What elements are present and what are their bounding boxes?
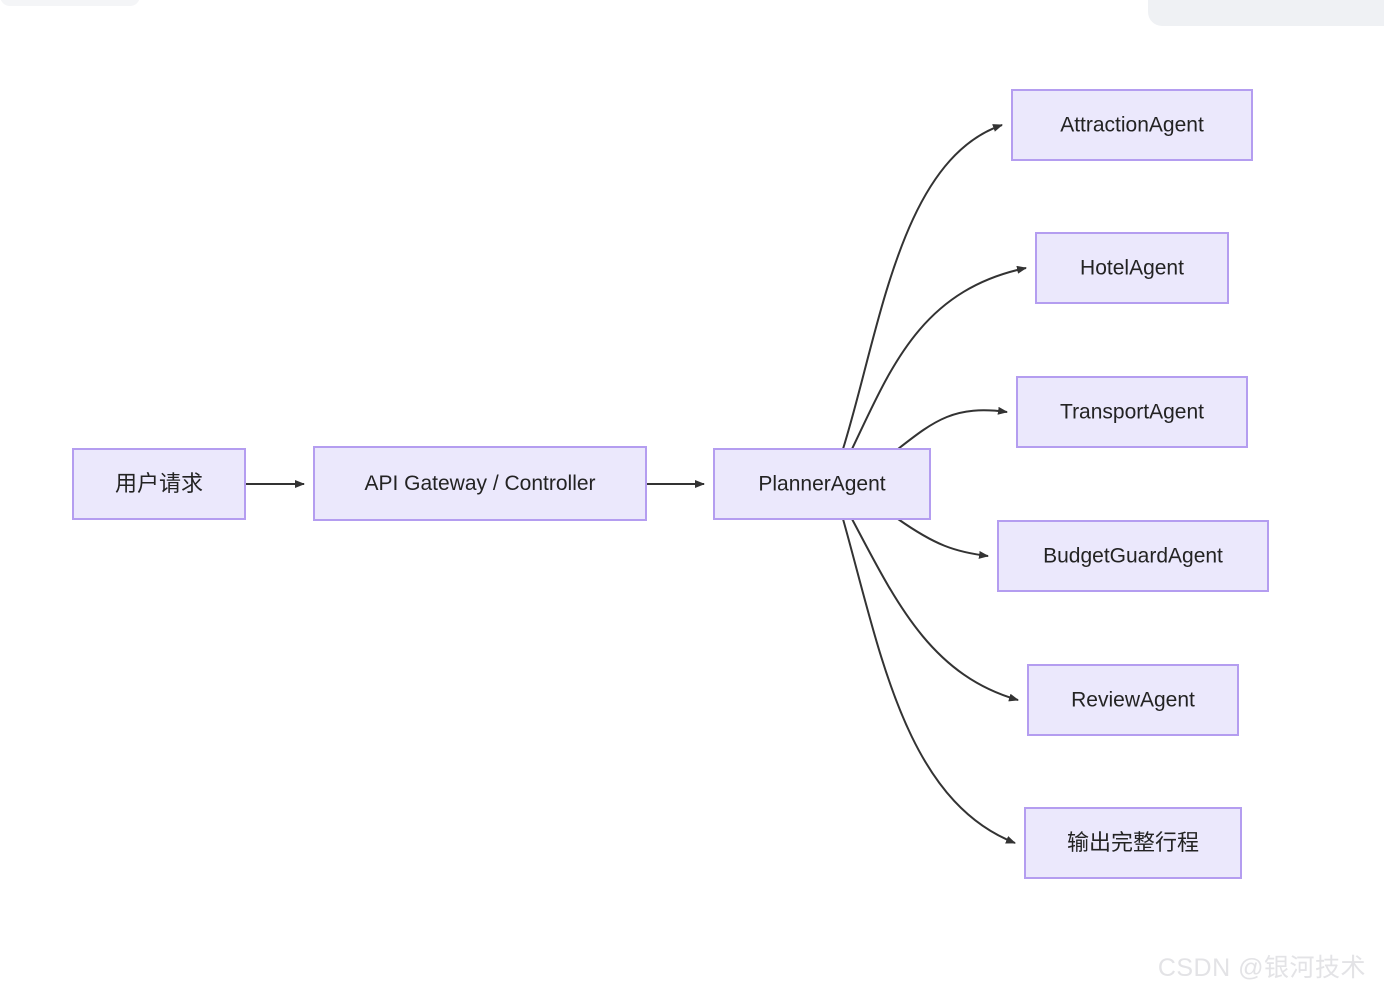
node-label-attraction_agent: AttractionAgent	[1060, 114, 1204, 137]
node-box-budget_guard_agent[interactable]	[997, 520, 1269, 592]
node-hotel_agent[interactable]: HotelAgent	[1035, 232, 1229, 304]
node-box-planner_agent[interactable]	[713, 448, 931, 520]
node-transport_agent[interactable]: TransportAgent	[1016, 376, 1248, 448]
node-final_itinerary[interactable]: 输出完整行程	[1024, 807, 1242, 879]
top-right-toolbar-panel[interactable]	[1148, 0, 1384, 26]
node-box-review_agent[interactable]	[1027, 664, 1239, 736]
node-api_gateway[interactable]: API Gateway / Controller	[313, 446, 647, 521]
node-label-transport_agent: TransportAgent	[1060, 401, 1204, 424]
edge-planner_agent-to-attraction_agent	[842, 124, 1003, 450]
node-budget_guard_agent[interactable]: BudgetGuardAgent	[997, 520, 1269, 592]
edge-planner_agent-to-final_itinerary	[842, 518, 1016, 844]
node-label-planner_agent: PlannerAgent	[758, 473, 885, 496]
node-box-transport_agent[interactable]	[1016, 376, 1248, 448]
node-review_agent[interactable]: ReviewAgent	[1027, 664, 1239, 736]
node-box-final_itinerary[interactable]	[1024, 807, 1242, 879]
top-left-panel	[0, 0, 140, 6]
node-label-budget_guard_agent: BudgetGuardAgent	[1043, 545, 1223, 568]
node-label-final_itinerary: 输出完整行程	[1067, 830, 1199, 855]
node-box-api_gateway[interactable]	[313, 446, 647, 521]
node-label-api_gateway: API Gateway / Controller	[364, 472, 595, 495]
csdn-watermark: CSDN @银河技术	[1157, 954, 1366, 982]
node-box-hotel_agent[interactable]	[1035, 232, 1229, 304]
node-planner_agent[interactable]: PlannerAgent	[713, 448, 931, 520]
node-label-review_agent: ReviewAgent	[1071, 689, 1195, 712]
edge-planner_agent-to-hotel_agent	[851, 265, 1027, 450]
edge-planner_agent-to-review_agent	[851, 518, 1019, 702]
node-user_request[interactable]: 用户请求	[72, 448, 246, 520]
node-layer: 用户请求 API Gateway / Controller PlannerAgent…	[72, 89, 1269, 879]
node-box-user_request[interactable]	[72, 448, 246, 520]
node-box-attraction_agent[interactable]	[1011, 89, 1253, 161]
node-label-hotel_agent: HotelAgent	[1080, 257, 1184, 280]
edge-layer	[245, 124, 1027, 844]
edge-planner_agent-to-budget_guard_agent	[897, 518, 989, 559]
edge-planner_agent-to-transport_agent	[897, 406, 1008, 450]
node-label-user_request: 用户请求	[115, 471, 203, 496]
node-attraction_agent[interactable]: AttractionAgent	[1011, 89, 1253, 161]
